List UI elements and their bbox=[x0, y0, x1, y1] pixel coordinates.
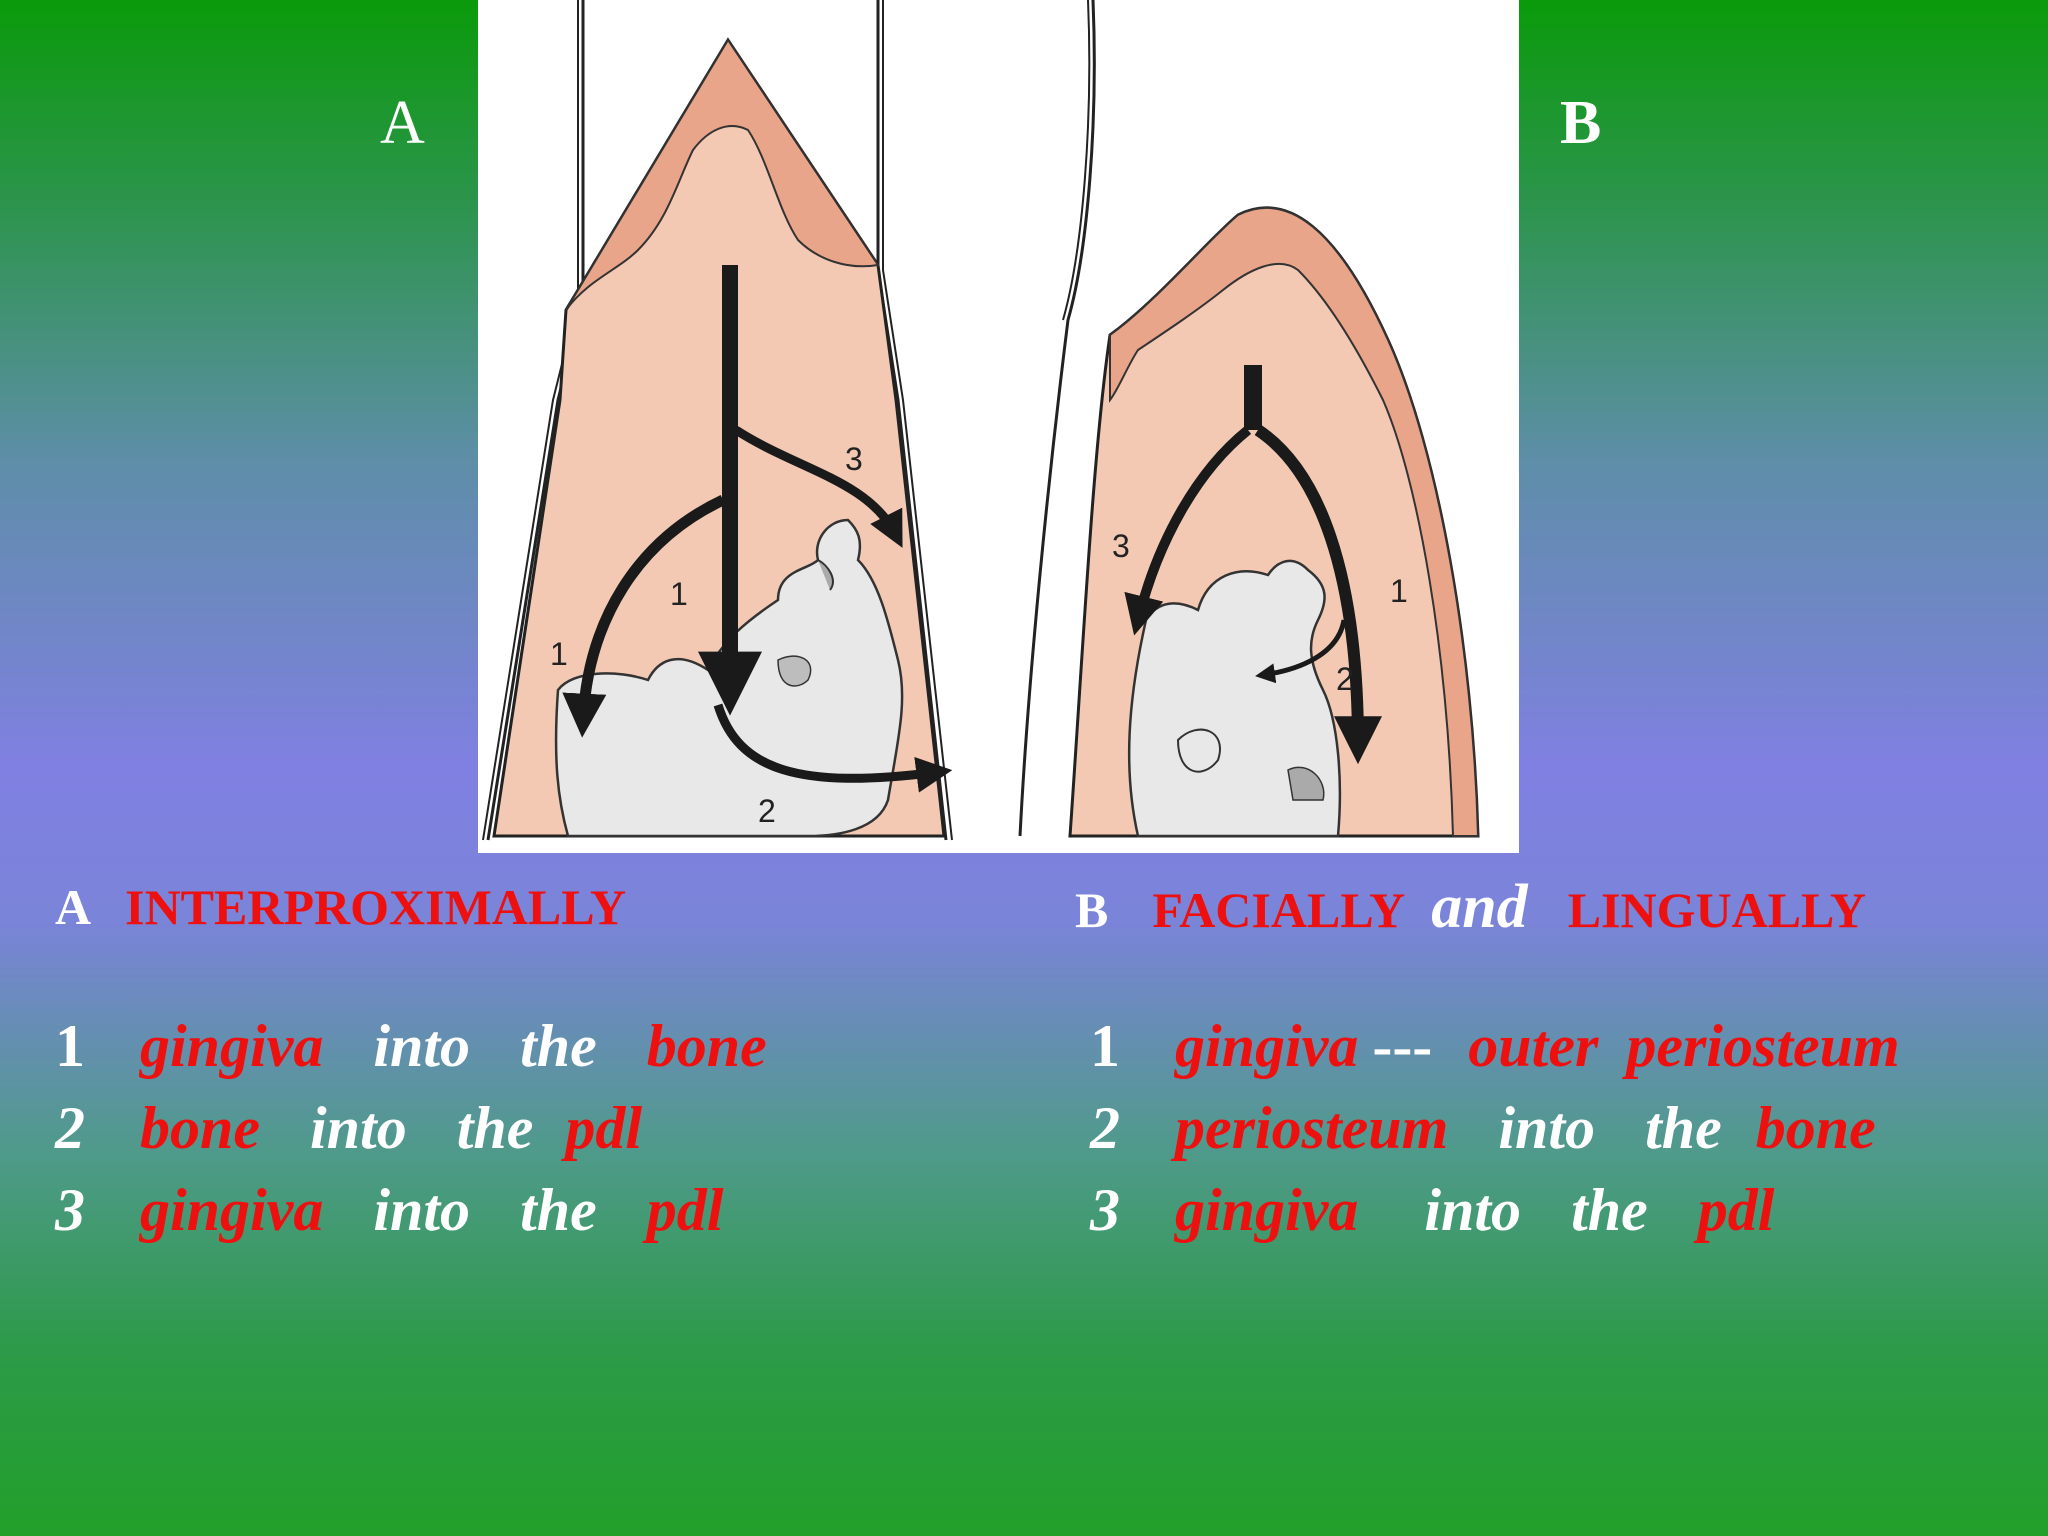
gingiva-outer-band bbox=[1109, 206, 1480, 837]
panel-a-drawing: 1 1 2 3 bbox=[482, 0, 953, 841]
left-header-letter: A bbox=[55, 879, 92, 935]
label-a-1-left: 1 bbox=[550, 636, 568, 672]
arrow-a-3 bbox=[733, 426, 903, 548]
right-header-letter: B bbox=[1075, 882, 1109, 938]
arrow-a-1-left bbox=[562, 495, 726, 738]
tooth-b-outline bbox=[1018, 0, 1096, 837]
gingival-epithelium bbox=[565, 38, 880, 311]
arrow-a-2 bbox=[713, 703, 953, 793]
label-a-2: 2 bbox=[758, 793, 776, 829]
label-a-3: 3 bbox=[845, 441, 863, 477]
panel-b-drawing: 3 1 2 bbox=[1018, 0, 1480, 838]
arrow-b-3 bbox=[1124, 426, 1252, 636]
label-b-3: 3 bbox=[1112, 528, 1130, 564]
label-a-1-main: 1 bbox=[670, 576, 688, 612]
diagram-svg: 1 1 2 3 3 1 2 bbox=[482, 0, 1480, 841]
panel-b-letter: B bbox=[1560, 89, 1602, 157]
arrow-b-2 bbox=[1255, 619, 1347, 684]
panel-a-letter: A bbox=[380, 89, 425, 157]
alveolar-bone-b bbox=[1127, 559, 1342, 838]
left-header-title: INTERPROXIMALLY bbox=[125, 879, 627, 935]
label-b-1: 1 bbox=[1390, 573, 1408, 609]
blood-supply-figure: 1 1 2 3 3 1 2 bbox=[478, 0, 1519, 853]
label-b-2: 2 bbox=[1336, 661, 1354, 697]
arrow-b-1 bbox=[1254, 425, 1382, 765]
left-header: A INTERPROXIMALLY bbox=[55, 878, 626, 936]
